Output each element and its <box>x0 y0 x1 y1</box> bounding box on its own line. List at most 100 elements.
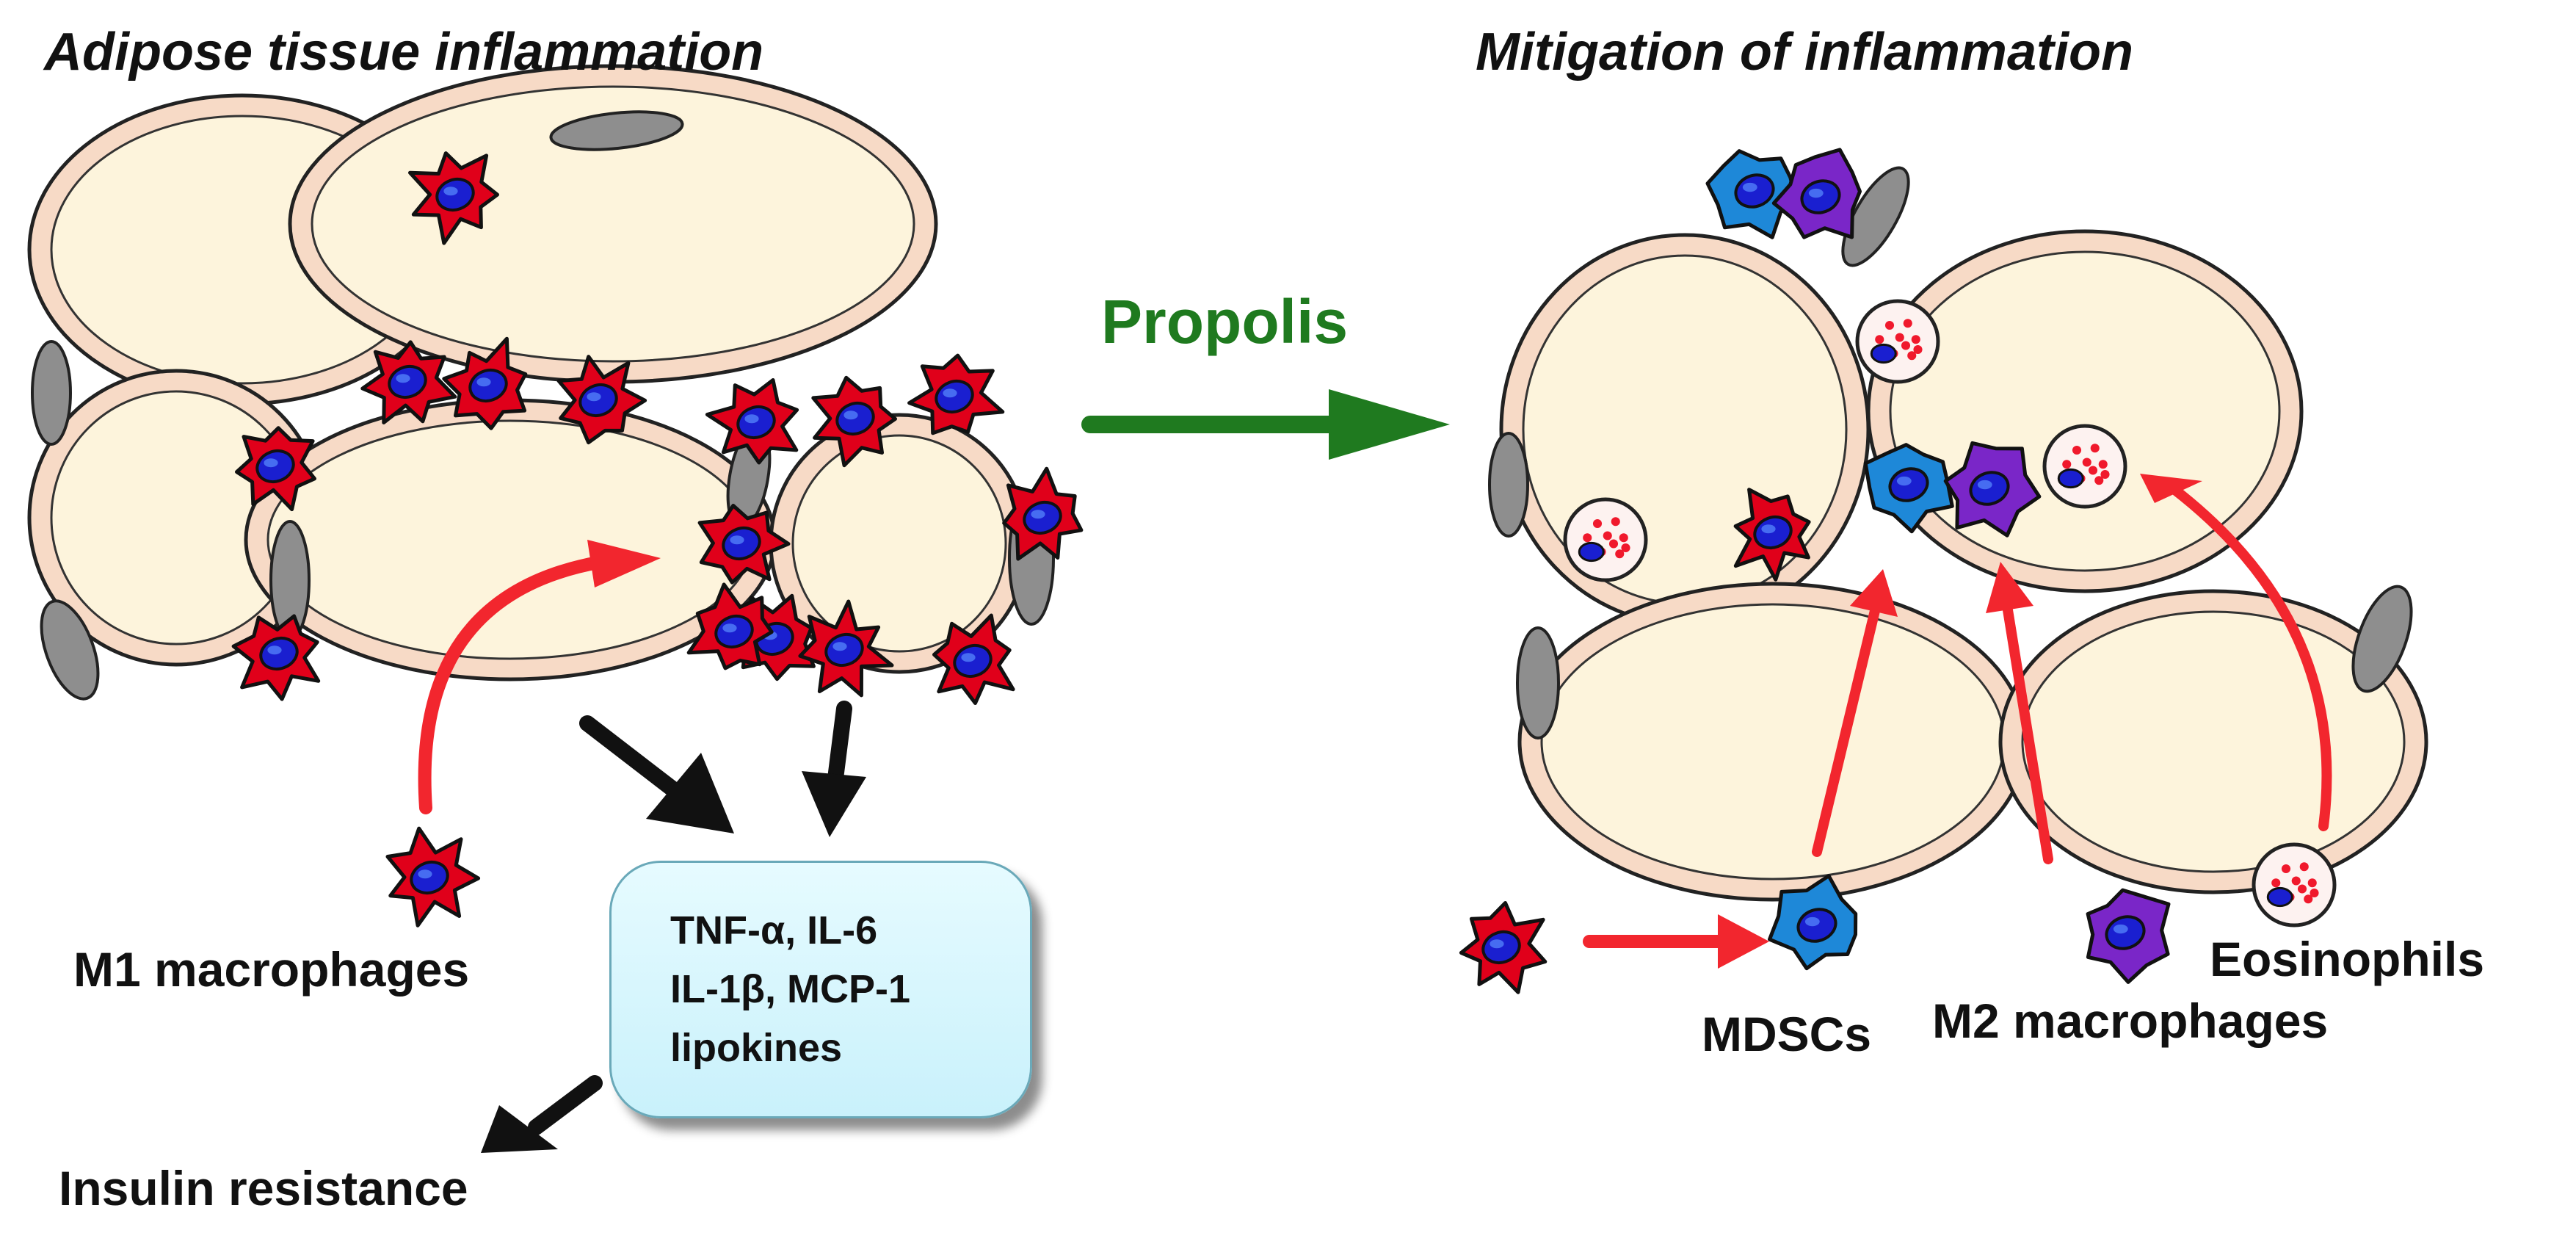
m1-macrophage-nucleus-highlight <box>843 411 858 420</box>
m1-macrophage-nucleus-highlight <box>264 458 278 468</box>
eosinophil-granule <box>2100 469 2110 480</box>
m1-macrophage-nucleus <box>1753 515 1793 550</box>
eosinophil-granule <box>2299 862 2309 872</box>
eosinophil-granule <box>2297 884 2307 894</box>
cytokine-line-2: IL-1β, MCP-1 <box>670 967 910 1011</box>
arrow-cytokines-left-head <box>646 753 734 833</box>
m1-macrophage-nucleus-highlight <box>722 623 737 633</box>
eosinophil-granule <box>1603 531 1612 540</box>
m1-macrophage-nucleus <box>1481 930 1521 965</box>
arrow-cytokines-left <box>579 715 734 833</box>
arrow-cytokines-right <box>802 701 866 837</box>
m1-macrophage-nucleus-highlight <box>943 388 957 398</box>
mdsc-2 <box>1863 443 1954 534</box>
adipocyte-nucleus-7 <box>1841 166 1910 267</box>
m1-macrophage-nucleus <box>953 643 993 679</box>
m1-macrophage-nucleus <box>410 860 449 895</box>
adipocyte-nucleus-8 <box>1488 432 1529 538</box>
eosinophil-granule <box>2291 876 2301 886</box>
m2-macrophage-nucleus <box>1800 179 1841 214</box>
adipocyte-left-5-lipid-droplet <box>791 434 1007 653</box>
eosinophil-granule <box>2062 460 2072 469</box>
arrow-mdsc-up <box>1812 569 1898 857</box>
eosinophil-granule <box>1583 533 1592 543</box>
m1-macrophage-nucleus <box>736 405 776 440</box>
eosinophil-granule <box>1895 333 1904 342</box>
m1-macrophage-3 <box>442 336 528 430</box>
m1-macrophage-1 <box>408 151 499 245</box>
eosinophil-body <box>2252 842 2337 927</box>
arrow-m1-to-mdsc-head <box>1718 914 1769 969</box>
m1-macrophage-nucleus-highlight <box>476 377 491 387</box>
arrow-mdsc-up-head <box>1850 569 1898 617</box>
m2-macrophage-nucleus-highlight <box>2113 924 2128 934</box>
m1-macrophage-nucleus-highlight <box>418 869 432 879</box>
m1-macrophage-nucleus-highlight <box>396 374 410 383</box>
eosinophil-granule <box>2307 878 2317 888</box>
m1-macrophage-4 <box>556 355 647 445</box>
arrow-m1-recruitment-head <box>587 540 661 587</box>
m2-macrophage-2 <box>1943 441 2042 538</box>
m1-macrophage-8 <box>907 353 1005 435</box>
eosinophil-granule <box>2090 444 2100 453</box>
m1-macrophage-nucleus-highlight <box>730 535 744 545</box>
m1-macrophage-nucleus-highlight <box>443 187 458 196</box>
arrow-m2-up-head <box>1986 562 2033 613</box>
arrow-propolis-head <box>1329 389 1450 460</box>
m2-macrophage-nucleus-highlight <box>1808 188 1824 198</box>
m1-macrophage-nucleus <box>1023 500 1062 535</box>
m1-macrophage-2 <box>360 340 457 424</box>
cytokine-line-3: lipokines <box>670 1026 843 1070</box>
adipocyte-right-1 <box>1499 233 1871 626</box>
arrow-insulin-resistance-head <box>481 1105 558 1153</box>
eosinophil-body <box>1855 299 1940 384</box>
m1-macrophage-nucleus <box>824 632 864 668</box>
adipocyte-nucleus-2 <box>31 340 72 446</box>
eosinophil-granule <box>1621 543 1630 553</box>
m1-macrophage-nucleus-highlight <box>961 653 976 662</box>
m2-macrophages-label: M2 macrophages <box>1932 994 2329 1048</box>
arrow-eosinophil-up <box>2140 474 2332 831</box>
m2-macrophage-nucleus-highlight <box>1977 480 1992 490</box>
arrow-m1-recruitment <box>418 540 661 814</box>
m1-macrophage-9 <box>231 614 321 701</box>
m1-macrophages-label: M1 macrophages <box>73 942 470 997</box>
m2-macrophage-3 <box>2086 888 2171 984</box>
eosinophil-nucleus <box>2266 886 2293 908</box>
m1-macrophage-13 <box>686 582 774 670</box>
left-panel-heading: Adipose tissue inflammation <box>44 23 764 82</box>
m1-macrophage-nucleus <box>255 449 295 484</box>
insulin-resistance-label: Insulin resistance <box>59 1161 468 1215</box>
eosinophil-body <box>2042 424 2127 509</box>
cytokine-line-1: TNF-α, IL-6 <box>670 908 878 952</box>
eosinophil-granule <box>2072 445 2082 455</box>
eosinophil-granule <box>1611 517 1620 527</box>
adipocyte-nucleus-1 <box>549 110 684 151</box>
adipocyte-nucleus-4 <box>40 599 100 701</box>
m1-macrophage-10 <box>697 504 791 585</box>
right-panel-heading: Mitigation of inflammation <box>1476 23 2133 82</box>
arrow-insulin-resistance-shaft <box>528 1075 603 1135</box>
eosinophil-granule <box>2271 878 2281 888</box>
mdsc-nucleus-highlight <box>1804 916 1820 927</box>
arrow-cytokines-left-shaft <box>579 715 691 805</box>
m2-macrophage-1 <box>1771 148 1862 239</box>
eosinophil-granule <box>1884 320 1895 330</box>
adipocyte-left-4 <box>244 398 777 681</box>
eosinophils-label: Eosinophils <box>2210 932 2485 986</box>
eosinophil-granule <box>2088 466 2098 475</box>
m1-macrophage-nucleus-highlight <box>1761 524 1776 534</box>
m1-macrophage-11 <box>1002 466 1084 561</box>
adipocyte-left-2 <box>288 64 938 384</box>
eosinophil-granule <box>1913 344 1923 355</box>
adipocyte-right-2 <box>1866 229 2304 593</box>
cytokine-list: TNF-α, IL-6 IL-1β, MCP-1 lipokines <box>670 901 910 1077</box>
arrow-m1-recruitment-shaft <box>418 555 609 814</box>
m1-macrophage-14 <box>798 599 894 698</box>
m1-macrophage-nucleus <box>388 364 427 399</box>
eosinophil-granule <box>1619 533 1628 543</box>
eosinophil-granule <box>2098 460 2108 469</box>
arrow-cytokines-right-shaft <box>827 701 852 786</box>
